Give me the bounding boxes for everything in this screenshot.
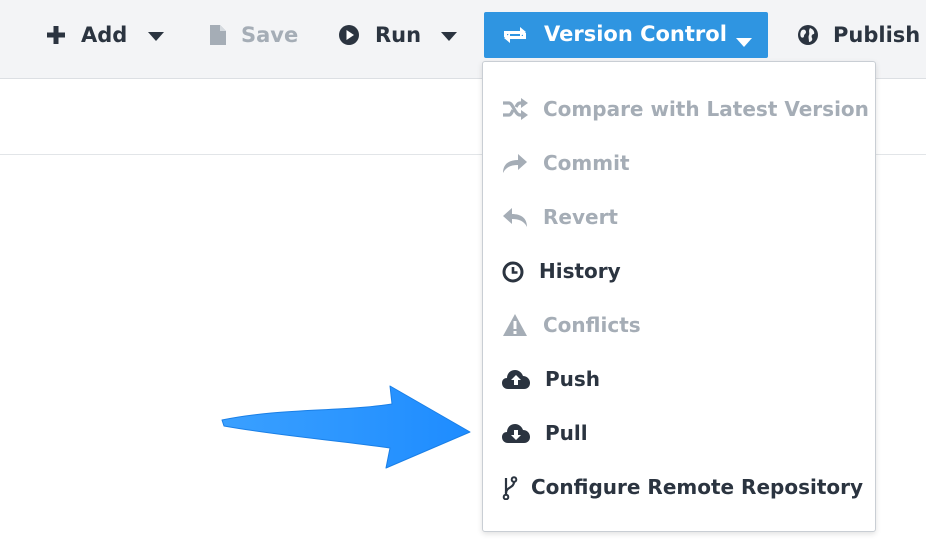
share-forward-icon <box>501 151 529 175</box>
menu-item-push[interactable]: Push <box>483 356 875 402</box>
menu-item-compare-label: Compare with Latest Version <box>543 97 869 121</box>
version-control-caret-icon <box>735 29 753 53</box>
menu-item-history-label: History <box>539 259 621 283</box>
menu-item-conflicts-label: Conflicts <box>543 313 641 337</box>
menu-item-push-label: Push <box>545 367 601 391</box>
menu-item-history[interactable]: History <box>483 248 875 294</box>
publish-button[interactable]: Publish <box>796 0 920 70</box>
main-toolbar: Add Save Run <box>0 0 926 79</box>
cloud-download-icon <box>501 421 531 445</box>
add-label: Add <box>81 23 128 47</box>
clock-icon <box>501 260 525 284</box>
warning-icon <box>501 313 529 337</box>
menu-item-revert-label: Revert <box>543 205 618 229</box>
menu-item-compare[interactable]: Compare with Latest Version <box>483 86 875 132</box>
version-control-button[interactable]: Version Control <box>484 12 768 58</box>
add-button[interactable]: Add <box>44 0 127 70</box>
version-control-label: Version Control <box>544 22 727 46</box>
menu-item-configure-remote-label: Configure Remote Repository <box>531 475 864 499</box>
menu-item-configure-remote[interactable]: Configure Remote Repository <box>483 464 875 510</box>
code-fork-icon <box>501 475 519 501</box>
menu-item-commit[interactable]: Commit <box>483 140 875 186</box>
version-control-icon <box>501 23 529 47</box>
save-button[interactable]: Save <box>207 0 298 70</box>
version-control-menu: Compare with Latest Version Commit Rever… <box>482 61 876 532</box>
add-dropdown-caret-icon[interactable] <box>147 27 165 46</box>
run-button[interactable]: Run <box>337 0 421 70</box>
publish-label: Publish <box>833 23 921 47</box>
cloud-upload-icon <box>501 367 531 391</box>
menu-item-commit-label: Commit <box>543 151 630 175</box>
run-dropdown-caret-icon[interactable] <box>440 27 458 46</box>
menu-item-pull[interactable]: Pull <box>483 410 875 456</box>
reply-back-icon <box>501 205 529 229</box>
file-icon <box>207 23 229 47</box>
menu-item-pull-label: Pull <box>545 421 588 445</box>
globe-icon <box>796 23 820 47</box>
shuffle-icon <box>501 97 529 121</box>
menu-item-conflicts[interactable]: Conflicts <box>483 302 875 348</box>
secondary-bar-divider <box>0 154 926 155</box>
run-label: Run <box>375 23 422 47</box>
save-label: Save <box>241 23 299 47</box>
menu-item-revert[interactable]: Revert <box>483 194 875 240</box>
plus-icon <box>44 23 68 47</box>
play-circle-icon <box>337 23 361 47</box>
